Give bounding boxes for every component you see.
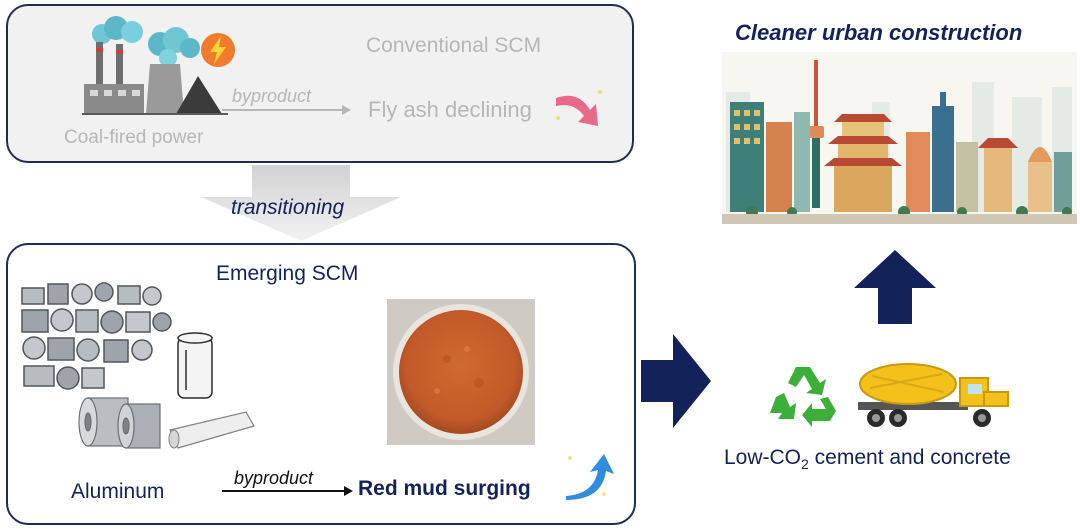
transition-arrow <box>201 165 401 241</box>
co2-subscript: 2 <box>801 456 809 473</box>
transitioning-label: transitioning <box>231 196 345 219</box>
cleaner-urban-construction-title: Cleaner urban construction <box>735 20 1023 45</box>
low-co2-cement-label: Low-CO2 cement and concrete <box>724 446 1011 472</box>
low-co2-suffix: cement and concrete <box>808 446 1011 469</box>
city-skyline-icon <box>722 52 1077 224</box>
bottom-byproduct-arrow <box>222 486 353 496</box>
conventional-scm-title: Conventional SCM <box>366 34 542 57</box>
emerging-scm-title: Emerging SCM <box>216 262 359 285</box>
flow-right-arrow <box>641 334 711 428</box>
down-trend-icon <box>556 90 602 126</box>
aluminum-label: Aluminum <box>71 480 165 503</box>
red-mud-surging-label: Red mud surging <box>358 477 531 500</box>
factory-icon <box>82 16 228 115</box>
red-mud-photo <box>387 299 535 445</box>
up-trend-icon <box>566 454 614 500</box>
recycle-icon <box>770 367 836 427</box>
aluminum-products-icon <box>21 282 255 449</box>
flow-up-arrow <box>854 250 936 324</box>
fly-ash-declining-label: Fly ash declining <box>368 97 532 122</box>
low-co2-prefix: Low-CO <box>724 446 802 469</box>
coal-fired-power-label: Coal-fired power <box>64 127 204 148</box>
top-byproduct-arrow <box>222 105 351 115</box>
top-byproduct-label: byproduct <box>232 86 312 106</box>
bottom-byproduct-label: byproduct <box>234 468 314 488</box>
lightning-icon <box>201 33 235 67</box>
mixer-truck-icon <box>858 363 1009 427</box>
